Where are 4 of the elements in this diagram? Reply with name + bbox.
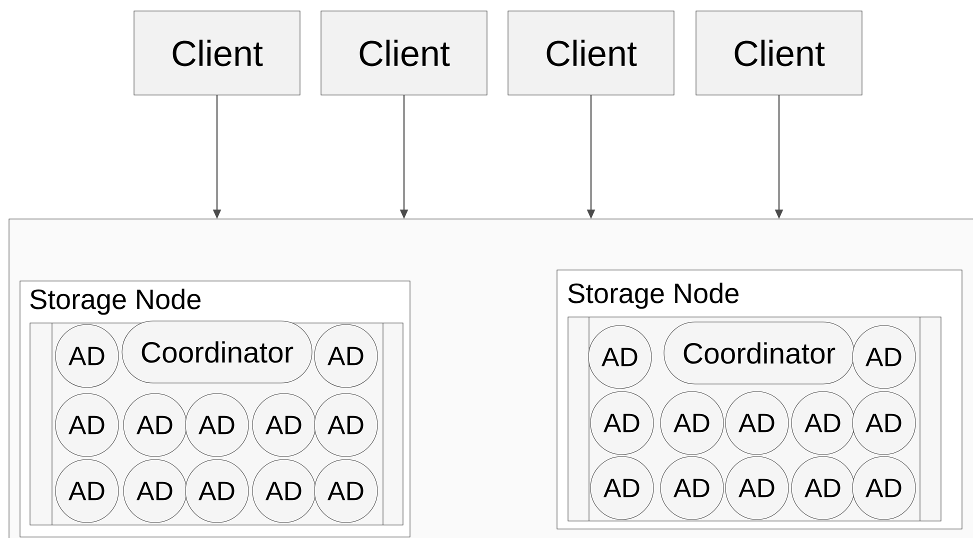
client-box: Client: [134, 10, 300, 96]
client-box: Client: [696, 10, 862, 96]
client-box: Client: [320, 10, 488, 96]
client-box: Client: [508, 10, 674, 96]
